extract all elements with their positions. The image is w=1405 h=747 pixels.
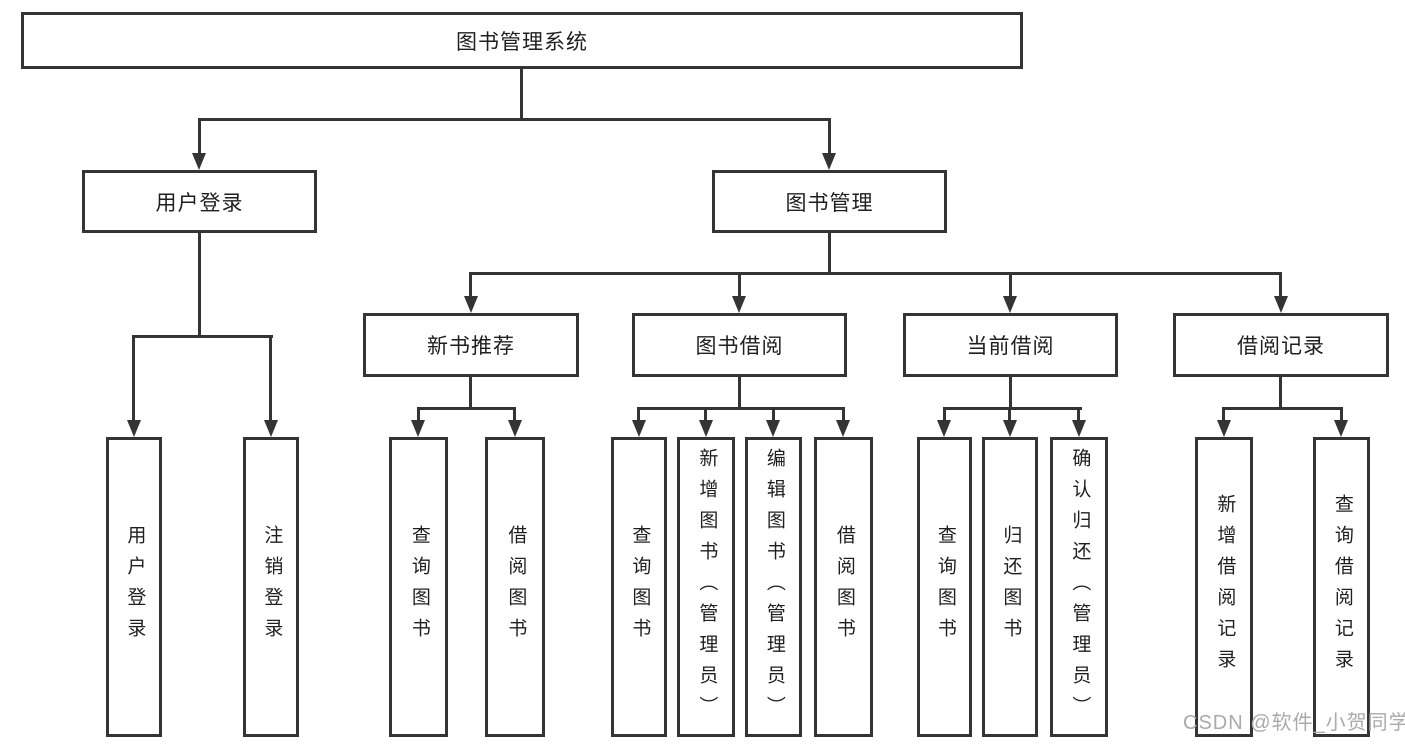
leaf-query-borrow-record-label: 查询借阅记录 [1331,494,1353,680]
leaf-add-books-admin-label: 新增图书（管理员） [696,447,718,727]
watermark: CSDN @软件_小贺同学 [1183,712,1405,734]
node-user-login: 用户登录 [82,170,317,233]
connector-line [1279,272,1282,296]
connector-line [943,407,946,420]
arrow-down-icon [264,420,278,437]
leaf-return-books: 归还图书 [982,437,1038,737]
node-current-borrowing-label: 当前借阅 [966,335,1055,358]
node-new-book-recommend-label: 新书推荐 [427,335,515,358]
connector-line [269,335,272,420]
connector-line [772,407,775,420]
node-book-management-label: 图书管理 [785,191,874,215]
connector-line [943,407,1082,410]
connector-line [1340,407,1343,420]
arrow-down-icon [1003,420,1017,437]
connector-line [1008,407,1011,420]
node-new-book-recommend: 新书推荐 [363,313,579,377]
leaf-edit-books-admin-label: 编辑图书（管理员） [763,447,785,727]
connector-line [842,407,845,420]
connector-line [1279,377,1282,410]
leaf-add-borrow-record-label: 新增借阅记录 [1214,494,1236,680]
arrow-down-icon [1274,296,1288,313]
node-user-login-label: 用户登录 [155,191,244,215]
connector-line [1009,377,1012,410]
connector-line [198,118,831,121]
leaf-user-login-label: 用户登录 [124,525,146,649]
leaf-logout-label: 注销登录 [261,525,283,649]
arrow-down-icon [732,296,746,313]
arrow-down-icon [1217,420,1231,437]
connector-line [520,69,523,121]
connector-line [1222,407,1343,410]
node-root-label: 图书管理系统 [456,30,588,54]
arrow-down-icon [411,420,425,437]
arrow-down-icon [508,420,522,437]
connector-line [132,335,273,338]
connector-line [198,118,201,156]
leaf-query-books-recommend: 查询图书 [389,437,448,737]
arrow-down-icon [632,420,646,437]
arrow-down-icon [822,153,836,170]
node-current-borrowing: 当前借阅 [903,313,1118,377]
arrow-down-icon [836,420,850,437]
connector-line [637,407,640,420]
leaf-query-borrow-record: 查询借阅记录 [1313,437,1370,737]
node-book-borrowing: 图书借阅 [632,313,847,377]
node-book-management: 图书管理 [712,170,947,233]
connector-line [637,407,845,410]
connector-line [417,407,420,420]
connector-line [704,407,707,420]
arrow-down-icon [1334,420,1348,437]
node-borrowing-records: 借阅记录 [1173,313,1389,377]
leaf-edit-books-admin: 编辑图书（管理员） [745,437,802,737]
connector-line [828,118,831,156]
arrow-down-icon [1003,296,1017,313]
connector-line [469,272,1282,275]
arrow-down-icon [192,153,206,170]
connector-line [469,377,472,410]
arrow-down-icon [464,296,478,313]
connector-line [1222,407,1225,420]
leaf-query-books-current-label: 查询图书 [934,525,956,649]
arrow-down-icon [937,420,951,437]
connector-line [132,335,135,420]
leaf-borrow-books-recommend-label: 借阅图书 [505,525,527,649]
leaf-user-login: 用户登录 [106,437,162,737]
leaf-confirm-return-admin: 确认归还（管理员） [1050,437,1108,737]
leaf-query-books-borrowing-label: 查询图书 [629,525,651,649]
arrow-down-icon [699,420,713,437]
connector-line [469,272,472,296]
leaf-logout: 注销登录 [243,437,299,737]
connector-line [828,233,831,275]
leaf-borrow-books-borrowing: 借阅图书 [814,437,873,737]
connector-line [417,407,516,410]
leaf-return-books-label: 归还图书 [1000,525,1022,649]
node-root: 图书管理系统 [21,12,1023,69]
connector-line [198,233,201,338]
arrow-down-icon [766,420,780,437]
leaf-query-books-borrowing: 查询图书 [611,437,667,737]
arrow-down-icon [1072,420,1086,437]
connector-line [738,377,741,410]
node-book-borrowing-label: 图书借阅 [695,335,784,358]
connector-line [1009,272,1012,296]
leaf-borrow-books-borrowing-label: 借阅图书 [833,525,855,649]
connector-line [513,407,516,420]
node-borrowing-records-label: 借阅记录 [1237,335,1325,358]
arrow-down-icon [127,420,141,437]
leaf-query-books-current: 查询图书 [917,437,972,737]
leaf-borrow-books-recommend: 借阅图书 [485,437,545,737]
leaf-confirm-return-admin-label: 确认归还（管理员） [1069,447,1091,727]
leaf-add-books-admin: 新增图书（管理员） [677,437,735,737]
connector-line [1077,407,1080,420]
connector-line [738,272,741,296]
leaf-query-books-recommend-label: 查询图书 [408,525,430,649]
leaf-add-borrow-record: 新增借阅记录 [1195,437,1253,737]
